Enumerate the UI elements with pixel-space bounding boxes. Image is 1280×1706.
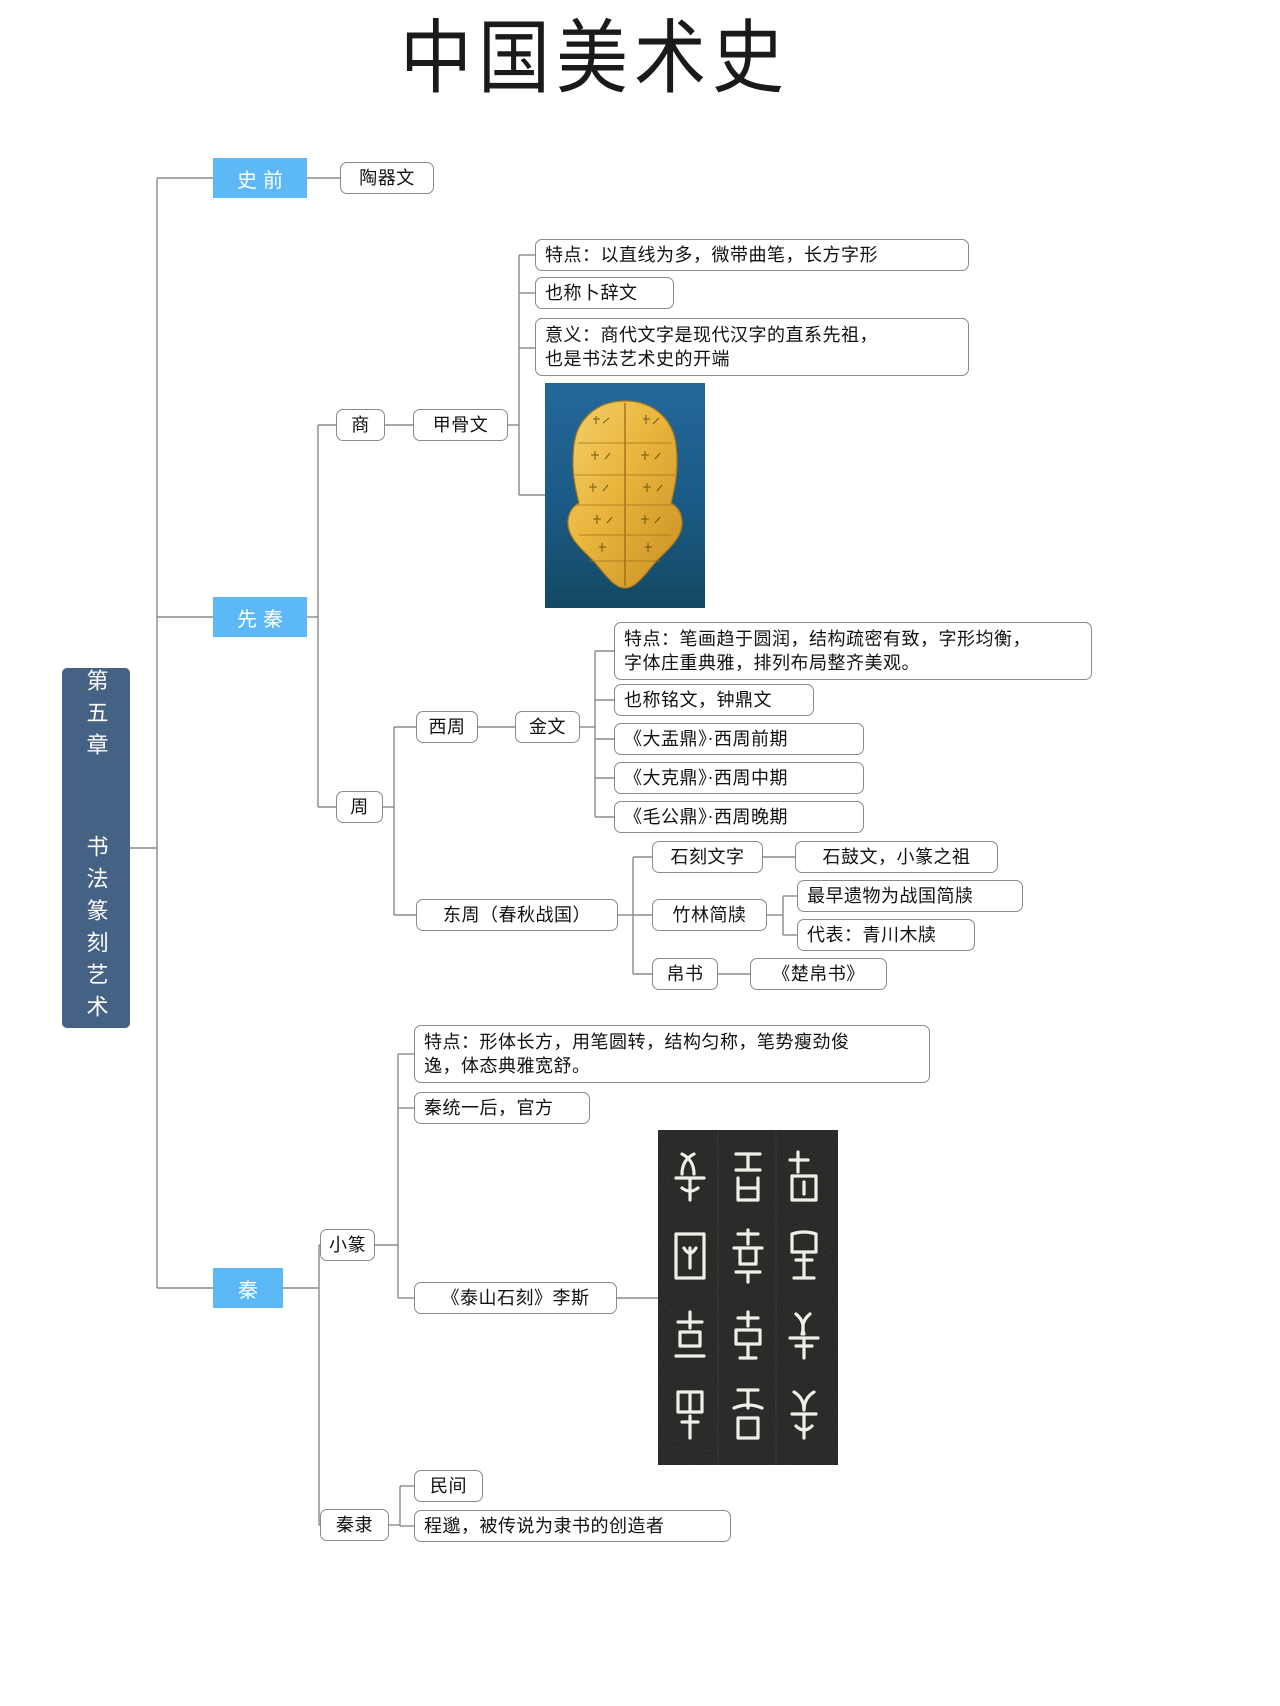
node-dakeding[interactable]: 《大克鼎》·西周中期 <box>614 762 864 794</box>
node-chu-silk-book[interactable]: 《楚帛书》 <box>750 958 887 990</box>
node-oracle-feature-label: 特点：以直线为多，微带曲笔，长方字形 <box>545 244 878 265</box>
node-zhou[interactable]: 周 <box>336 791 383 823</box>
node-oracle-bone[interactable]: 甲骨文 <box>413 409 508 441</box>
node-silk-book-label: 帛书 <box>666 963 704 984</box>
node-stone-drum-label: 石鼓文，小篆之祖 <box>822 846 971 867</box>
node-dakeding-label: 《大克鼎》·西周中期 <box>624 767 788 788</box>
node-oracle-meaning-label: 意义：商代文字是现代汉字的直系先祖， 也是书法艺术史的开端 <box>545 324 878 369</box>
page-title: 中国美术史 <box>399 14 790 104</box>
node-bronze-alias-label: 也称铭文，钟鼎文 <box>624 689 772 710</box>
era-node-pre-qin[interactable]: 先秦 <box>213 597 307 637</box>
node-qin-clerical-label: 秦隶 <box>336 1514 373 1535</box>
node-oracle-alias-label: 也称卜辞文 <box>545 282 638 303</box>
node-earliest-relic-label: 最早遗物为战国简牍 <box>807 885 974 906</box>
node-bamboo-slips[interactable]: 竹林简牍 <box>652 899 767 931</box>
node-bamboo-slips-label: 竹林简牍 <box>672 904 747 925</box>
node-stone-script-label: 石刻文字 <box>670 846 745 867</box>
node-qin-clerical[interactable]: 秦隶 <box>320 1509 389 1541</box>
node-cheng-miao[interactable]: 程邈，被传说为隶书的创造者 <box>414 1510 731 1542</box>
node-shang-label: 商 <box>351 414 370 435</box>
node-dayuding-label: 《大盂鼎》·西周前期 <box>624 728 788 749</box>
node-small-seal[interactable]: 小篆 <box>320 1229 375 1261</box>
node-pottery-script-label: 陶器文 <box>359 167 415 188</box>
node-maogongding-label: 《毛公鼎》·西周晚期 <box>624 806 788 827</box>
node-maogongding[interactable]: 《毛公鼎》·西周晚期 <box>614 801 864 833</box>
node-bronze-script[interactable]: 金文 <box>515 711 580 743</box>
node-small-seal-label: 小篆 <box>329 1234 366 1255</box>
node-folk-label: 民间 <box>430 1475 467 1496</box>
node-western-zhou-label: 西周 <box>428 716 466 737</box>
node-chu-silk-book-label: 《楚帛书》 <box>772 963 865 984</box>
root-node[interactable]: 第五章 书法篆刻艺术 <box>62 668 130 1028</box>
era-node-prehistoric[interactable]: 史前 <box>213 158 307 198</box>
node-cheng-miao-label: 程邈，被传说为隶书的创造者 <box>424 1515 665 1536</box>
oracle-bone-photo <box>545 383 705 608</box>
node-oracle-feature[interactable]: 特点：以直线为多，微带曲笔，长方字形 <box>535 239 969 271</box>
node-oracle-meaning[interactable]: 意义：商代文字是现代汉字的直系先祖， 也是书法艺术史的开端 <box>535 318 969 376</box>
node-silk-book[interactable]: 帛书 <box>652 958 718 990</box>
era-label-pre-qin: 先秦 <box>237 608 289 631</box>
node-taishan-stele-label: 《泰山石刻》李斯 <box>441 1287 590 1308</box>
era-label-prehistoric: 史前 <box>237 169 289 192</box>
node-oracle-alias[interactable]: 也称卜辞文 <box>535 277 674 309</box>
era-label-qin: 秦 <box>238 1279 264 1302</box>
node-bronze-alias[interactable]: 也称铭文，钟鼎文 <box>614 684 814 716</box>
node-earliest-relic[interactable]: 最早遗物为战国简牍 <box>797 880 1023 912</box>
node-small-seal-official[interactable]: 秦统一后，官方 <box>414 1092 590 1124</box>
root-node-label: 第五章 书法篆刻艺术 <box>83 669 109 1027</box>
node-small-seal-feature-label: 特点：形体长方，用笔圆转，结构匀称，笔势瘦劲俊 逸，体态典雅宽舒。 <box>424 1031 850 1076</box>
node-representative-label: 代表：青川木牍 <box>807 924 937 945</box>
node-stone-script[interactable]: 石刻文字 <box>652 841 763 873</box>
node-dayuding[interactable]: 《大盂鼎》·西周前期 <box>614 723 864 755</box>
node-eastern-zhou-label: 东周（春秋战国） <box>443 904 591 925</box>
node-small-seal-official-label: 秦统一后，官方 <box>424 1097 554 1118</box>
node-bronze-feature-label: 特点：笔画趋于圆润，结构疏密有致，字形均衡， 字体庄重典雅，排列布局整齐美观。 <box>624 628 1031 673</box>
node-shang[interactable]: 商 <box>336 409 385 441</box>
taishan-stele-photo <box>658 1130 838 1465</box>
node-western-zhou[interactable]: 西周 <box>416 711 478 743</box>
node-bronze-feature[interactable]: 特点：笔画趋于圆润，结构疏密有致，字形均衡， 字体庄重典雅，排列布局整齐美观。 <box>614 622 1092 680</box>
node-representative[interactable]: 代表：青川木牍 <box>797 919 975 951</box>
era-node-qin[interactable]: 秦 <box>213 1268 283 1308</box>
node-stone-drum[interactable]: 石鼓文，小篆之祖 <box>795 841 998 873</box>
node-small-seal-feature[interactable]: 特点：形体长方，用笔圆转，结构匀称，笔势瘦劲俊 逸，体态典雅宽舒。 <box>414 1025 930 1083</box>
node-bronze-script-label: 金文 <box>529 716 566 737</box>
node-eastern-zhou[interactable]: 东周（春秋战国） <box>416 899 618 931</box>
node-folk[interactable]: 民间 <box>414 1470 483 1502</box>
node-pottery-script[interactable]: 陶器文 <box>340 162 434 194</box>
node-oracle-bone-label: 甲骨文 <box>432 414 489 435</box>
node-zhou-label: 周 <box>350 796 369 817</box>
node-taishan-stele[interactable]: 《泰山石刻》李斯 <box>414 1282 617 1314</box>
